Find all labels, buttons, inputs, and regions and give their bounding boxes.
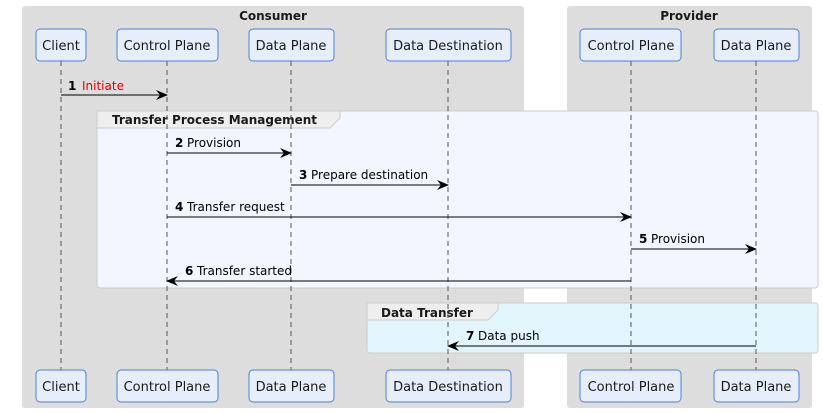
frame-transfer-process-management: Transfer Process Management (96, 110, 819, 289)
participant-data-destination-top[interactable]: Data Destination (385, 28, 512, 62)
message-data-push: 7 Data push (447, 329, 756, 351)
participant-consumer-control-plane-bottom[interactable]: Control Plane (116, 369, 219, 403)
participant-consumer-control-plane-label: Control Plane (124, 39, 211, 54)
participant-data-destination-label: Data Destination (393, 39, 503, 54)
message-number: 4 (175, 200, 183, 214)
participant-provider-data-plane-top[interactable]: Data Plane (713, 28, 800, 62)
participant-provider-control-plane-label: Control Plane (588, 39, 675, 54)
frame-data-transfer-title: Data Transfer (381, 306, 473, 320)
message-label: Transfer started (196, 264, 292, 278)
participant-client-label: Client (42, 39, 80, 54)
participant-consumer-control-plane-label: Control Plane (124, 380, 211, 395)
message-label: Provision (187, 136, 241, 150)
frame-transfer-process-title: Transfer Process Management (112, 113, 317, 127)
participant-consumer-data-plane-bottom[interactable]: Data Plane (248, 369, 335, 403)
consumer-group-title: Consumer (239, 9, 307, 23)
participant-provider-control-plane-label: Control Plane (588, 380, 675, 395)
message-label: Transfer request (186, 200, 285, 214)
participant-data-destination-bottom[interactable]: Data Destination (385, 369, 512, 403)
participant-consumer-data-plane-top[interactable]: Data Plane (248, 28, 335, 62)
message-number: 7 (466, 329, 474, 343)
frame-data-transfer-tab (366, 302, 499, 321)
participant-client-label: Client (42, 380, 80, 395)
participant-client-bottom[interactable]: Client (35, 369, 87, 403)
message-prepare-destination: 3 Prepare destination (291, 168, 449, 190)
participant-client-top[interactable]: Client (35, 28, 87, 62)
participant-data-destination-label: Data Destination (393, 380, 503, 395)
message-number: 3 (299, 168, 307, 182)
message-provision-provider: 5 Provision (631, 232, 757, 254)
message-transfer-request: 4 Transfer request (167, 200, 632, 222)
participant-consumer-data-plane-label: Data Plane (256, 39, 327, 54)
message-number: 5 (639, 232, 647, 246)
provider-group-title: Provider (660, 9, 718, 23)
participant-consumer-data-plane-label: Data Plane (256, 380, 327, 395)
message-number: 2 (175, 136, 183, 150)
participant-provider-control-plane-top[interactable]: Control Plane (579, 28, 682, 62)
message-label: Prepare destination (311, 168, 428, 182)
message-label: Provision (651, 232, 705, 246)
message-number: 1 (68, 79, 76, 93)
message-label: Initiate (82, 79, 124, 93)
message-label: Data push (478, 329, 540, 343)
frame-data-transfer: Data Transfer (366, 302, 819, 354)
message-provision-consumer: 2 Provision (167, 136, 292, 158)
message-initiate: 1 Initiate (61, 79, 168, 100)
participant-consumer-control-plane-top[interactable]: Control Plane (116, 28, 219, 62)
frame-transfer-process-box (96, 110, 819, 289)
participant-provider-control-plane-bottom[interactable]: Control Plane (579, 369, 682, 403)
participant-provider-data-plane-bottom[interactable]: Data Plane (713, 369, 800, 403)
participant-provider-data-plane-label: Data Plane (721, 380, 792, 395)
message-transfer-started: 6 Transfer started (166, 264, 631, 286)
message-number: 6 (185, 264, 193, 278)
participant-provider-data-plane-label: Data Plane (721, 39, 792, 54)
